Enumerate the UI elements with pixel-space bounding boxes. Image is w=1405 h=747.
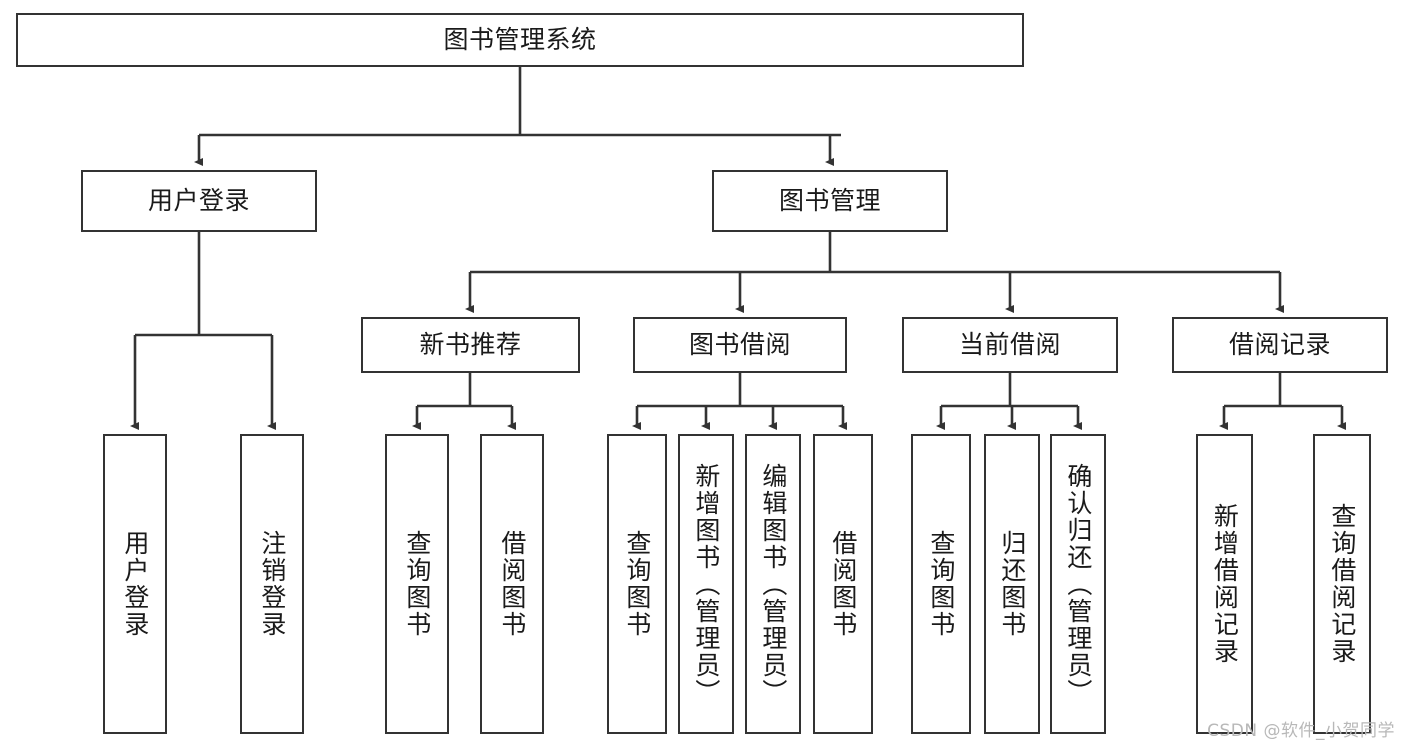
node-current-borrow[interactable]: 当前借阅 [902, 317, 1118, 373]
leaf-label: 归还图书 [997, 530, 1027, 638]
node-root[interactable]: 图书管理系统 [16, 13, 1024, 67]
node-label: 图书借阅 [688, 330, 791, 360]
node-user-login[interactable]: 用户登录 [81, 170, 317, 232]
leaf-add-borrow-record[interactable]: 新增借阅记录 [1196, 434, 1253, 734]
leaf-label: 新增图书（管理员） [691, 462, 721, 706]
node-label: 当前借阅 [958, 330, 1061, 360]
csdn-watermark: CSDN @软件_小贺同学 [1207, 721, 1395, 741]
leaf-user-logout[interactable]: 注销登录 [240, 434, 304, 734]
leaf-label: 查询图书 [402, 530, 432, 638]
leaf-query-book-borrow[interactable]: 查询图书 [607, 434, 667, 734]
leaf-label: 用户登录 [120, 530, 150, 638]
leaf-query-borrow-record[interactable]: 查询借阅记录 [1313, 434, 1371, 734]
leaf-return-book[interactable]: 归还图书 [984, 434, 1040, 734]
leaf-add-book-admin[interactable]: 新增图书（管理员） [678, 434, 734, 734]
leaf-label: 注销登录 [257, 530, 287, 638]
leaf-user-login[interactable]: 用户登录 [103, 434, 167, 734]
leaf-label: 新增借阅记录 [1210, 503, 1240, 665]
node-root-label: 图书管理系统 [443, 25, 597, 55]
node-new-book-recommend[interactable]: 新书推荐 [361, 317, 580, 373]
leaf-borrow-book-newbook[interactable]: 借阅图书 [480, 434, 544, 734]
node-label: 用户登录 [147, 186, 250, 216]
leaf-label: 确认归还（管理员） [1063, 462, 1093, 706]
leaf-label: 查询图书 [622, 530, 652, 638]
leaf-label: 查询借阅记录 [1327, 503, 1357, 665]
leaf-query-book-newbook[interactable]: 查询图书 [385, 434, 449, 734]
leaf-query-book-current[interactable]: 查询图书 [911, 434, 971, 734]
leaf-label: 查询图书 [926, 530, 956, 638]
node-label: 新书推荐 [419, 330, 522, 360]
node-label: 图书管理 [778, 186, 881, 216]
leaf-edit-book-admin[interactable]: 编辑图书（管理员） [745, 434, 801, 734]
node-book-borrow[interactable]: 图书借阅 [633, 317, 847, 373]
leaf-confirm-return-admin[interactable]: 确认归还（管理员） [1050, 434, 1106, 734]
leaf-label: 借阅图书 [497, 530, 527, 638]
leaf-label: 借阅图书 [828, 530, 858, 638]
leaf-label: 编辑图书（管理员） [758, 462, 788, 706]
node-book-management[interactable]: 图书管理 [712, 170, 948, 232]
node-label: 借阅记录 [1228, 330, 1331, 360]
node-borrow-records[interactable]: 借阅记录 [1172, 317, 1388, 373]
leaf-borrow-book[interactable]: 借阅图书 [813, 434, 873, 734]
